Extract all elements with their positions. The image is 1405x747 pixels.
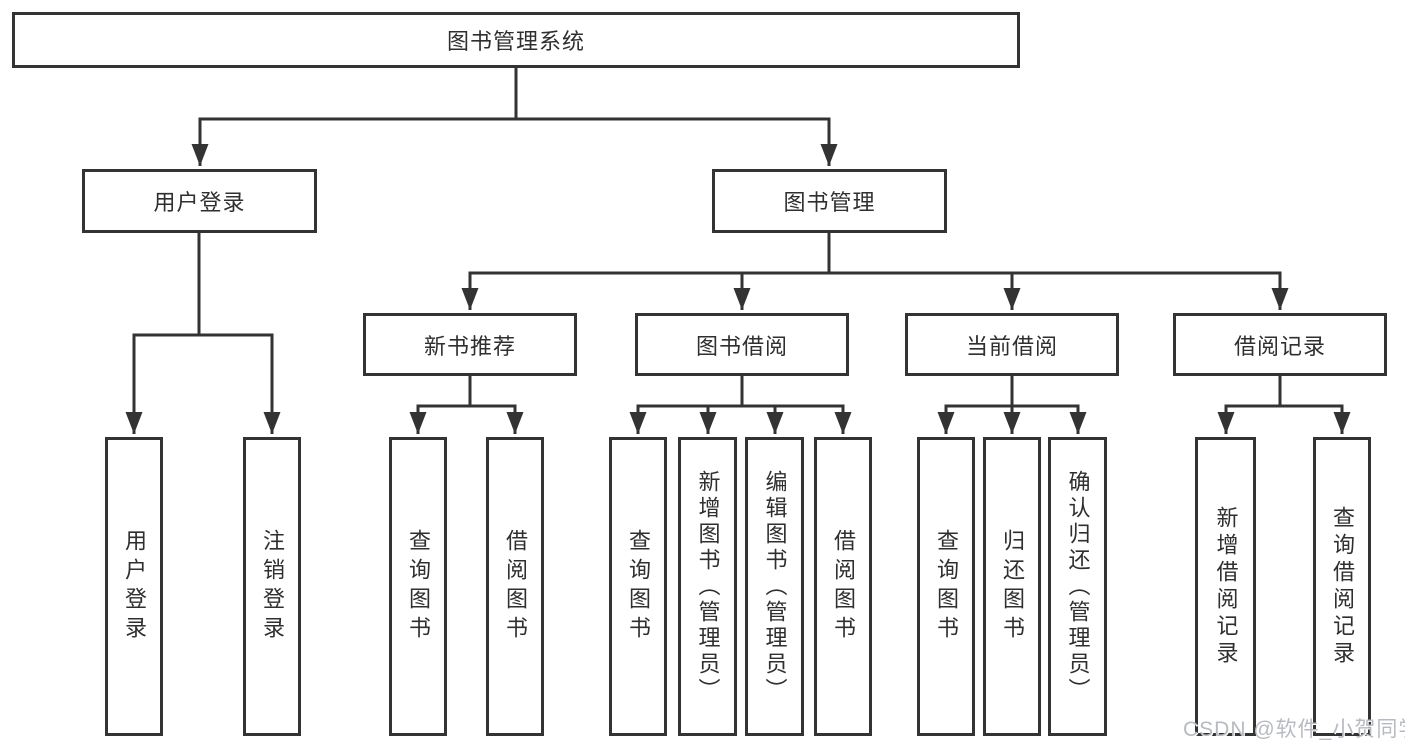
node-book-borrow: 图书借阅 <box>635 313 849 376</box>
leaf-logout: 注销登录 <box>243 437 301 736</box>
leaf-confirm-return-admin: 确认归还（管理员） <box>1048 437 1107 736</box>
leaf-edit-book-admin: 编辑图书（管理员） <box>745 437 804 736</box>
watermark: CSDN @软件_小贺同学 <box>1183 718 1405 741</box>
node-borrow-records: 借阅记录 <box>1173 313 1387 376</box>
leaf-query-borrow-record: 查询借阅记录 <box>1313 437 1371 736</box>
leaf-user-login: 用户登录 <box>105 437 163 736</box>
leaf-user-login-label: 用户登录 <box>122 528 147 645</box>
leaf-query-book-2: 查询图书 <box>609 437 667 736</box>
leaf-query-book-2-label: 查询图书 <box>626 528 651 645</box>
leaf-borrow-book-1-label: 借阅图书 <box>503 528 528 645</box>
node-root: 图书管理系统 <box>12 12 1020 68</box>
leaf-add-borrow-record: 新增借阅记录 <box>1195 437 1256 736</box>
leaf-query-book-3: 查询图书 <box>917 437 975 736</box>
node-new-book-recommend-label: 新书推荐 <box>423 333 516 359</box>
node-book-management: 图书管理 <box>712 169 947 233</box>
leaf-edit-book-admin-label: 编辑图书（管理员） <box>762 469 788 704</box>
node-new-book-recommend: 新书推荐 <box>363 313 577 376</box>
node-user-login: 用户登录 <box>82 169 317 233</box>
node-root-label: 图书管理系统 <box>446 29 585 54</box>
node-current-borrow-label: 当前借阅 <box>965 333 1058 359</box>
node-user-login-label: 用户登录 <box>153 190 246 215</box>
leaf-logout-label: 注销登录 <box>260 528 285 645</box>
leaf-return-book-label: 归还图书 <box>1000 528 1025 645</box>
leaf-query-borrow-record-label: 查询借阅记录 <box>1330 505 1355 668</box>
leaf-query-book-1: 查询图书 <box>389 437 447 736</box>
leaf-query-book-1-label: 查询图书 <box>406 528 431 645</box>
leaf-borrow-book-1: 借阅图书 <box>486 437 544 736</box>
node-book-management-label: 图书管理 <box>783 190 876 215</box>
leaf-query-book-3-label: 查询图书 <box>934 528 959 645</box>
leaf-borrow-book-2-label: 借阅图书 <box>831 528 856 645</box>
node-borrow-records-label: 借阅记录 <box>1233 333 1326 359</box>
leaf-add-book-admin: 新增图书（管理员） <box>678 437 737 736</box>
leaf-return-book: 归还图书 <box>983 437 1041 736</box>
leaf-add-book-admin-label: 新增图书（管理员） <box>695 469 721 704</box>
node-current-borrow: 当前借阅 <box>905 313 1119 376</box>
node-book-borrow-label: 图书借阅 <box>695 333 788 359</box>
leaf-add-borrow-record-label: 新增借阅记录 <box>1213 505 1239 668</box>
leaf-confirm-return-admin-label: 确认归还（管理员） <box>1065 469 1091 704</box>
leaf-borrow-book-2: 借阅图书 <box>814 437 872 736</box>
